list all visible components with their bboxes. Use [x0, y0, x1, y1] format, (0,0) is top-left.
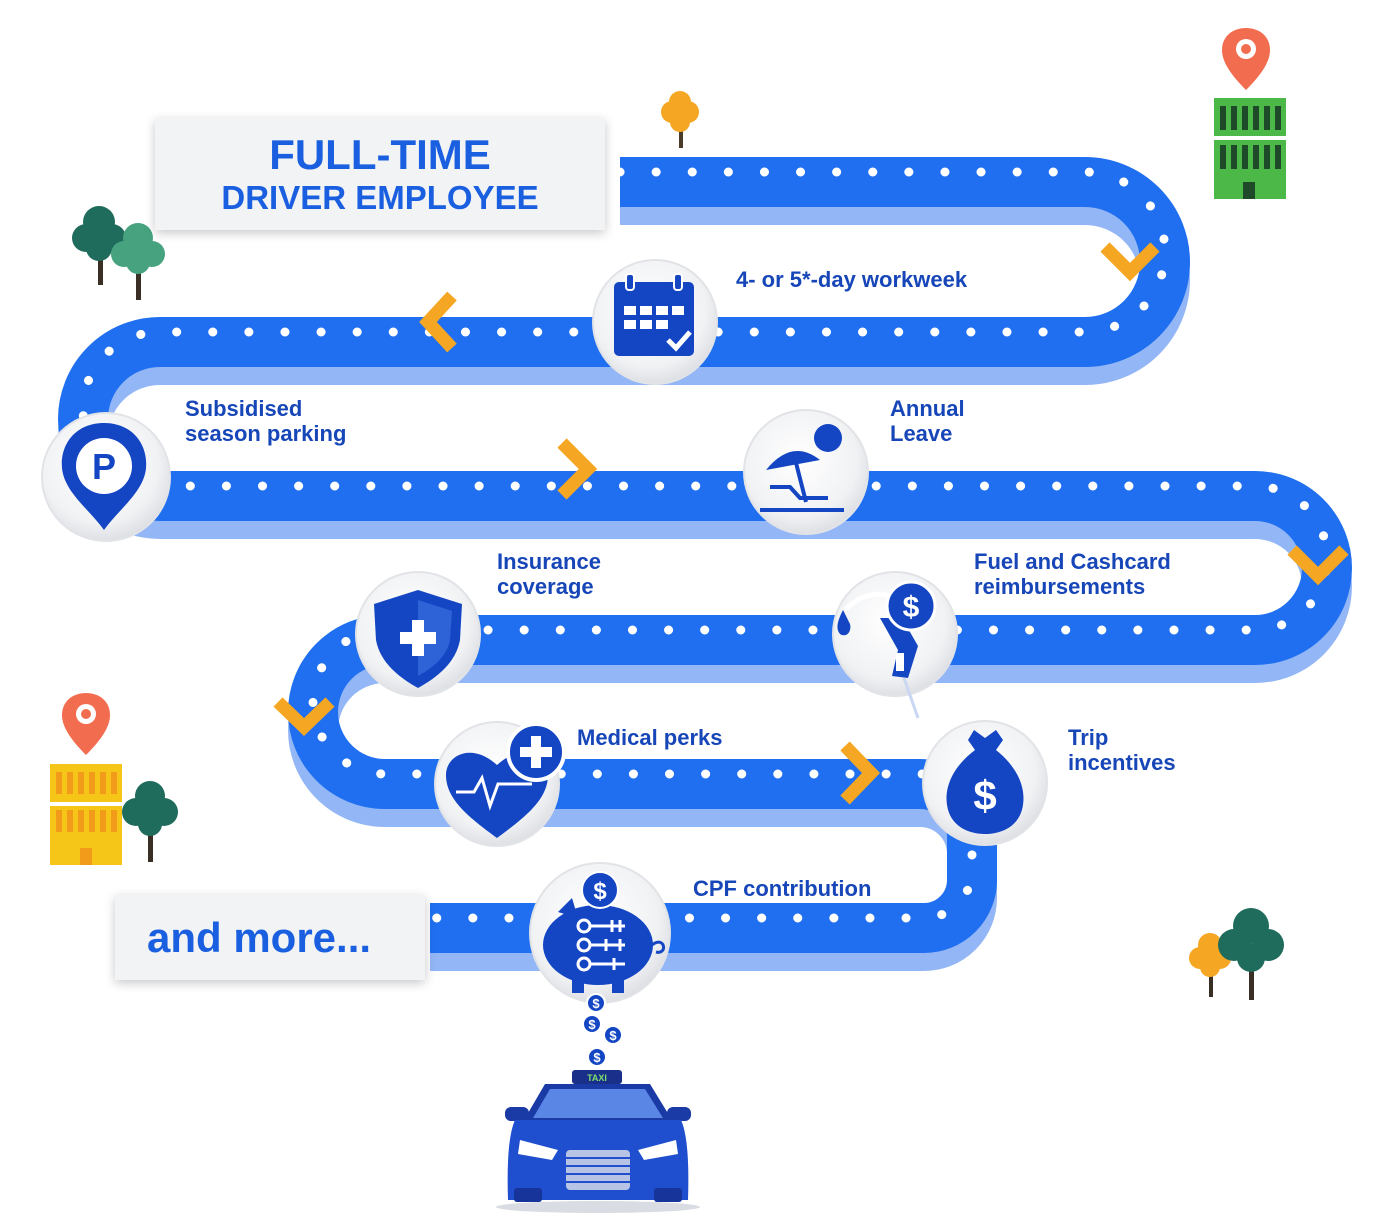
- benefit-label-cpf: CPF contribution: [693, 876, 872, 901]
- chevron-down-icon: [1100, 242, 1160, 282]
- and-more-label: and more...: [147, 914, 372, 961]
- location-pin-icon: [1222, 28, 1270, 90]
- svg-text:$: $: [903, 591, 920, 624]
- title-line-2: DRIVER EMPLOYEE: [221, 179, 539, 216]
- title-line-1: FULL-TIME: [269, 131, 491, 178]
- svg-text:$: $: [593, 878, 607, 905]
- coin-icon: $: [582, 1014, 602, 1034]
- green-building-icon: [1214, 98, 1286, 199]
- and-more-card: and more...: [115, 895, 425, 980]
- annual-leave-disc: [743, 409, 869, 535]
- svg-text:$: $: [593, 1050, 601, 1065]
- tree-icon: [111, 223, 165, 300]
- benefit-label-medical: Medical perks: [577, 725, 723, 750]
- shield-plus-icon: [374, 590, 462, 688]
- svg-text:P: P: [92, 446, 116, 487]
- chevron-right-icon: [840, 741, 881, 805]
- medical-disc: [434, 721, 566, 847]
- calendar-icon: [614, 273, 694, 356]
- beach-umbrella-icon: [760, 424, 844, 512]
- chevron-down-icon: [1287, 545, 1349, 586]
- money-bag-icon: $: [946, 730, 1024, 834]
- road-dashes: [78, 167, 1332, 923]
- parking-disc: P: [41, 412, 171, 542]
- coin-icon: $: [603, 1025, 623, 1045]
- svg-text:$: $: [588, 1017, 596, 1032]
- parking-pin-icon: P: [61, 423, 147, 530]
- title-card: FULL-TIME DRIVER EMPLOYEE: [155, 118, 605, 230]
- benefit-label-trip-incentives: Trip incentives: [1068, 725, 1176, 775]
- benefit-label-workweek: 4- or 5*-day workweek: [736, 267, 968, 292]
- fuel-disc: $: [832, 571, 958, 719]
- benefit-label-parking: Subsidised season parking: [185, 396, 347, 446]
- chevron-left-icon: [419, 291, 457, 353]
- benefit-label-annual-leave: Annual Leave: [890, 396, 965, 446]
- trip-incentives-disc: $: [922, 720, 1048, 846]
- svg-text:$: $: [973, 772, 996, 819]
- tree-icon: [661, 91, 699, 148]
- insurance-disc: [355, 571, 481, 697]
- yellow-building-icon: [50, 764, 122, 865]
- direction-arrows: [273, 242, 1349, 805]
- coin-icon: $: [587, 1047, 607, 1067]
- benefit-label-insurance: Insurance coverage: [497, 549, 601, 599]
- chevron-down-icon: [273, 697, 335, 737]
- svg-text:$: $: [609, 1028, 617, 1043]
- benefit-label-fuel: Fuel and Cashcard reimbursements: [974, 549, 1171, 599]
- chevron-right-icon: [557, 438, 598, 500]
- heart-plus-icon: [446, 722, 566, 838]
- coin-icon: $: [586, 993, 606, 1013]
- cpf-disc: $: [529, 862, 671, 1004]
- tree-icon: [1218, 908, 1284, 1000]
- coins: $ $ $ $: [582, 993, 623, 1067]
- piggy-bank-icon: $: [543, 871, 665, 993]
- taxi-sign-text: TAXI: [587, 1073, 607, 1083]
- fuel-nozzle-icon: $: [837, 580, 937, 719]
- taxi-car-icon: TAXI: [496, 1070, 700, 1213]
- tree-icon: [122, 781, 178, 862]
- location-pin-icon: [62, 693, 110, 755]
- svg-text:$: $: [592, 996, 600, 1011]
- calendar-disc: [592, 259, 718, 385]
